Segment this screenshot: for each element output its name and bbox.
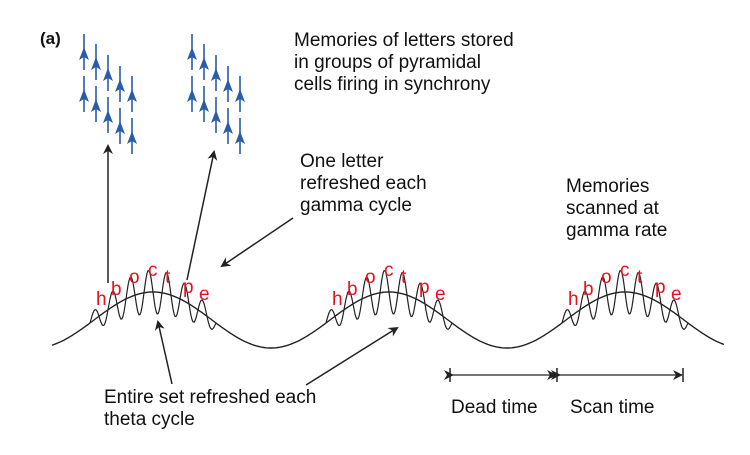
gamma-burst [325, 269, 453, 330]
one-letter-label: One letter refreshed each gamma cycle [300, 151, 427, 216]
letter-t: t [165, 267, 171, 288]
letter-h: h [96, 289, 107, 310]
letter-t: t [401, 267, 407, 288]
cell-soma [223, 121, 233, 134]
letter-e: e [435, 284, 446, 305]
letter-b: b [583, 279, 594, 300]
waves [51, 269, 725, 349]
letter-p: p [419, 277, 430, 298]
letter-p: p [655, 277, 666, 298]
panel-label: (a) [40, 29, 61, 48]
cell-soma [91, 57, 101, 70]
cell-soma [103, 110, 113, 123]
letter-h: h [332, 289, 343, 310]
arrow-entire-set-1 [154, 320, 173, 385]
letter-o: o [365, 267, 376, 288]
gamma-burst [561, 269, 689, 330]
cell-soma [103, 68, 113, 81]
arrow-to-cells-2 [186, 150, 218, 281]
letter-o: o [129, 267, 140, 288]
cell-soma [187, 89, 197, 102]
cell-soma [235, 131, 245, 144]
gamma-burst [89, 269, 217, 330]
arrow-one-letter [220, 217, 294, 268]
arrow-entire-set-2 [305, 326, 399, 386]
scanned-label: Memories scanned at gamma rate [566, 176, 668, 241]
cell-soma [187, 47, 197, 60]
cell-soma [235, 89, 245, 102]
memories-stored-label: Memories of letters stored in groups of … [294, 30, 514, 95]
cell-soma [91, 99, 101, 112]
cell-soma [211, 68, 221, 81]
letter-c: c [384, 260, 394, 281]
letter-e: e [671, 284, 682, 305]
pyramidal-cells [79, 34, 245, 154]
cell-soma [115, 79, 125, 92]
letter-b: b [111, 279, 122, 300]
cell-soma [199, 57, 209, 70]
cell-group [187, 34, 245, 154]
entire-set-label: Entire set refreshed each theta cycle [104, 387, 317, 430]
letter-h: h [568, 289, 579, 310]
cell-soma [199, 99, 209, 112]
cell-soma [79, 89, 89, 102]
cell-soma [115, 121, 125, 134]
cell-soma [223, 79, 233, 92]
arrows [103, 144, 684, 386]
letter-o: o [601, 267, 612, 288]
cell-soma [127, 131, 137, 144]
dead-time-label: Dead time [451, 397, 538, 418]
letter-e: e [199, 284, 210, 305]
cell-soma [79, 47, 89, 60]
scan-time-label: Scan time [570, 397, 655, 418]
cell-soma [211, 110, 221, 123]
letter-t: t [637, 267, 643, 288]
letter-b: b [347, 279, 358, 300]
letter-c: c [620, 260, 630, 281]
letter-p: p [183, 277, 194, 298]
theta-wave [51, 291, 725, 349]
cell-soma [127, 89, 137, 102]
cell-group [79, 34, 137, 154]
letter-c: c [148, 260, 158, 281]
